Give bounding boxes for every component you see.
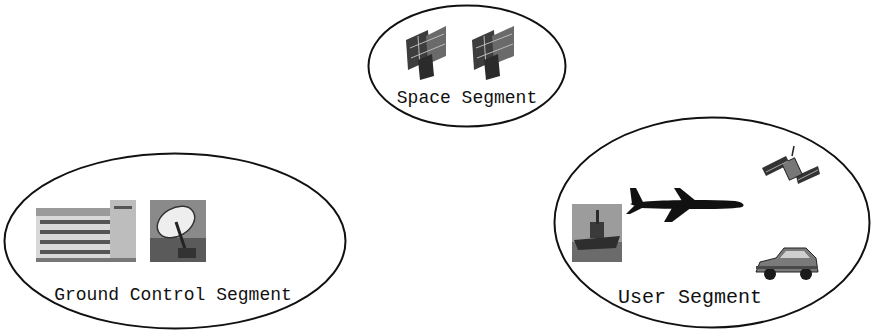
building-photo: [36, 200, 136, 262]
ship-photo: [572, 204, 622, 262]
car-icon: [756, 248, 818, 280]
ellipse-shape: [5, 154, 346, 329]
satellite-icon: [406, 26, 446, 80]
ellipse-shape: [369, 6, 566, 127]
satellite-icon: [762, 146, 820, 184]
airplane-icon: [626, 188, 744, 222]
ellipse-shape: [555, 118, 870, 328]
segment-ellipse: User Segment: [553, 116, 871, 329]
segment-label: Space Segment: [397, 88, 537, 110]
ellipse-outline: [367, 4, 567, 128]
segment-ellipse: Space Segment: [367, 4, 567, 128]
segment-ellipse: Ground Control Segment: [3, 152, 347, 330]
segment-label: Ground Control Segment: [54, 285, 292, 307]
satellite-icon: [472, 26, 514, 80]
segment-label: User Segment: [618, 286, 762, 310]
antenna-dish-photo: [150, 200, 206, 262]
